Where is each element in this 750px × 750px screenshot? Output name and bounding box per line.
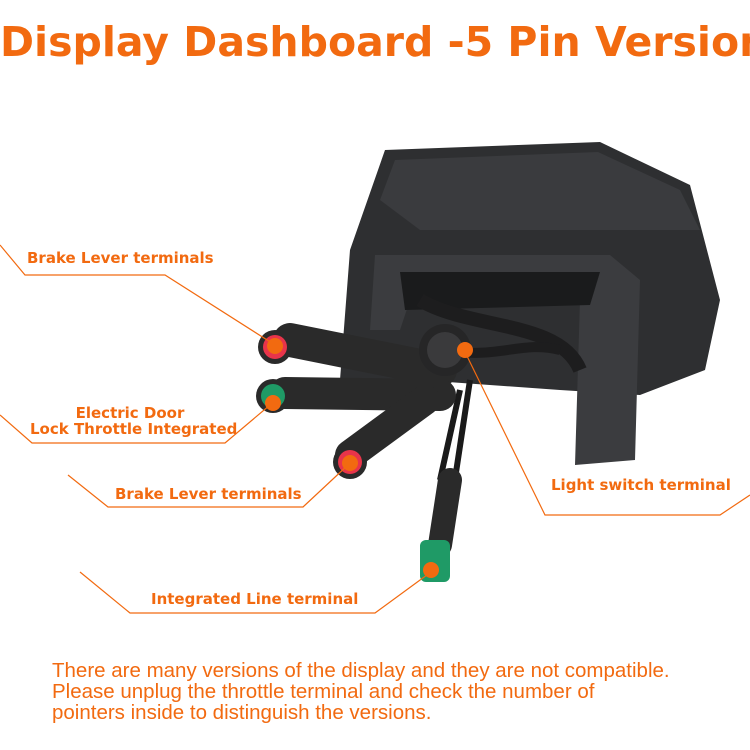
note-line-2: Please unplug the throttle terminal and … [52,680,595,703]
callout-dots [265,338,473,578]
callout-electric-door-line1: Electric Door [75,404,185,422]
compatibility-note: There are many versions of the display a… [52,660,670,723]
callout-electric-door: Electric Door Lock Throttle Integrated [30,404,238,438]
page-title: Display Dashboard -5 Pin Version [0,18,750,66]
note-line-3: pointers inside to distinguish the versi… [52,701,432,724]
display-device [256,142,720,582]
callout-brake-lever-top: Brake Lever terminals [27,249,214,267]
callout-brake-lever-bottom: Brake Lever terminals [115,485,302,503]
callout-integrated-line: Integrated Line terminal [151,590,359,608]
callout-lines [0,244,750,614]
note-line-1: There are many versions of the display a… [52,659,670,682]
callout-electric-door-line2: Lock Throttle Integrated [30,420,238,438]
callout-light-switch: Light switch terminal [551,476,731,494]
